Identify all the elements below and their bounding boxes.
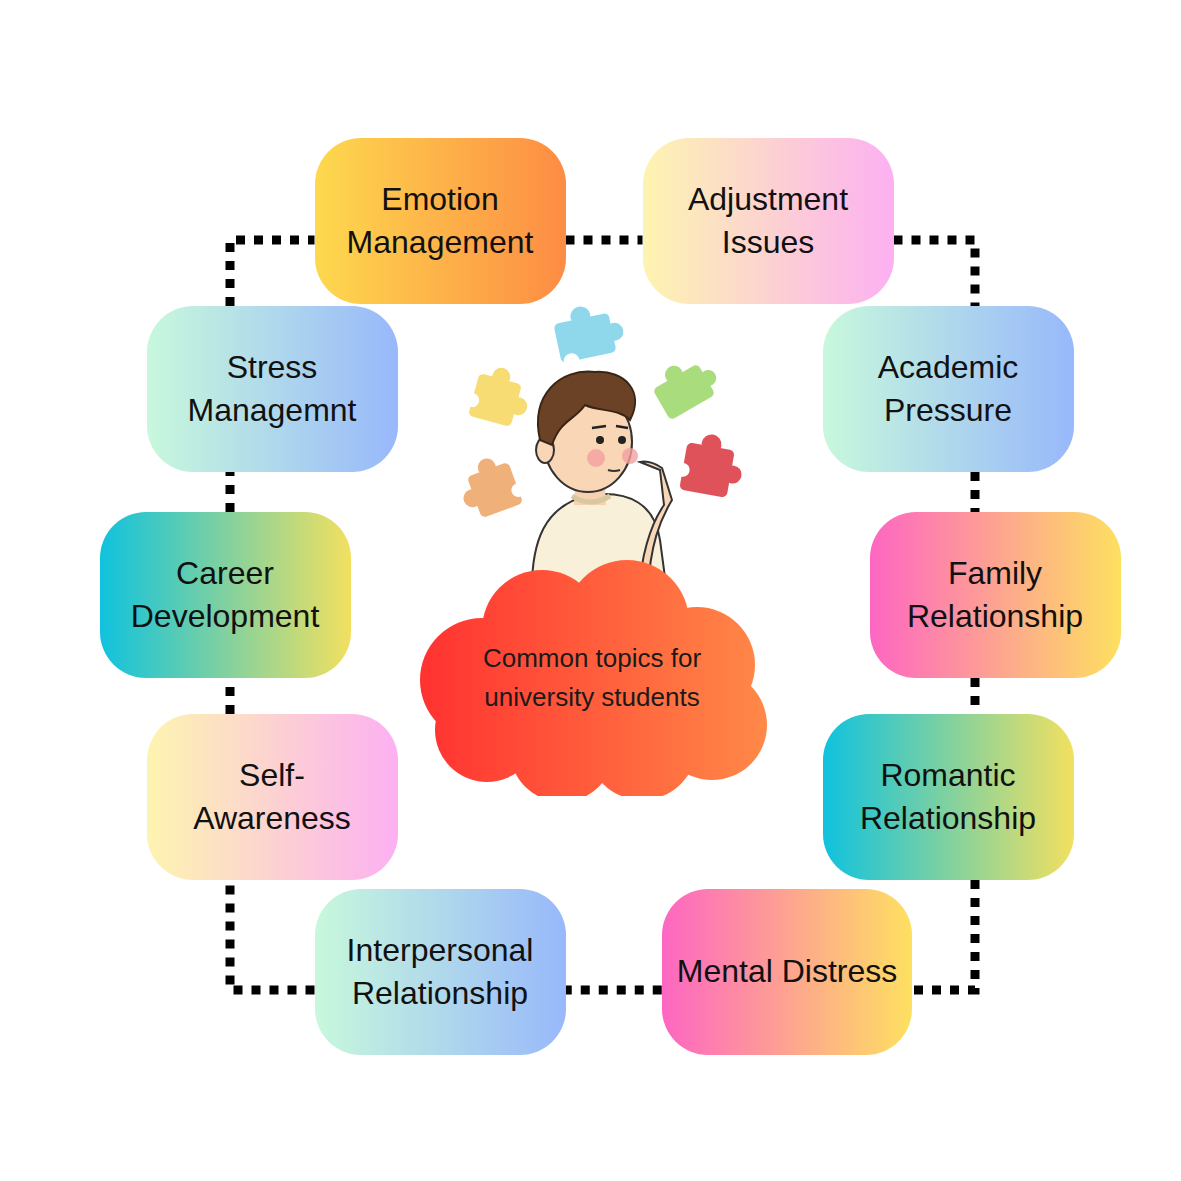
dotted-connector bbox=[226, 678, 235, 714]
dotted-connector bbox=[566, 236, 643, 245]
dotted-connector bbox=[971, 678, 980, 714]
topic-cloud: Common topics for university students bbox=[412, 560, 772, 796]
dotted-connector bbox=[226, 472, 235, 512]
dotted-connector bbox=[566, 986, 662, 995]
dotted-connector bbox=[230, 880, 315, 990]
topic-box: Romantic Relationship bbox=[823, 714, 1074, 880]
topic-box: Interpersonal Relationship bbox=[315, 889, 566, 1055]
topic-label: Adjustment Issues bbox=[658, 178, 879, 264]
topic-box: Self- Awareness bbox=[147, 714, 398, 880]
topic-box: Family Relationship bbox=[870, 512, 1121, 678]
topic-label: Interpersonal Relationship bbox=[330, 929, 551, 1015]
topic-label: Romantic Relationship bbox=[838, 754, 1059, 840]
topic-label: Academic Pressure bbox=[838, 346, 1059, 432]
topic-label: Family Relationship bbox=[885, 552, 1106, 638]
topic-label: Emotion Management bbox=[330, 178, 551, 264]
topic-label: Mental Distress bbox=[677, 950, 898, 993]
dotted-connector bbox=[912, 880, 975, 990]
dotted-connector bbox=[971, 472, 980, 512]
puzzle-pieces bbox=[453, 299, 748, 522]
topic-box: Mental Distress bbox=[662, 889, 913, 1055]
topic-label: Stress Managemnt bbox=[162, 346, 383, 432]
dotted-connector bbox=[230, 240, 315, 306]
topic-box: Career Development bbox=[100, 512, 351, 678]
cloud-shape bbox=[412, 560, 772, 796]
topic-box: Adjustment Issues bbox=[643, 138, 894, 304]
topic-box: Academic Pressure bbox=[823, 306, 1074, 472]
topic-box: Emotion Management bbox=[315, 138, 566, 304]
topic-label: Self- Awareness bbox=[162, 754, 383, 840]
dotted-connector bbox=[894, 240, 976, 306]
cloud-label: Common topics for university students bbox=[452, 639, 732, 717]
topic-box: Stress Managemnt bbox=[147, 306, 398, 472]
topic-label: Career Development bbox=[115, 552, 336, 638]
